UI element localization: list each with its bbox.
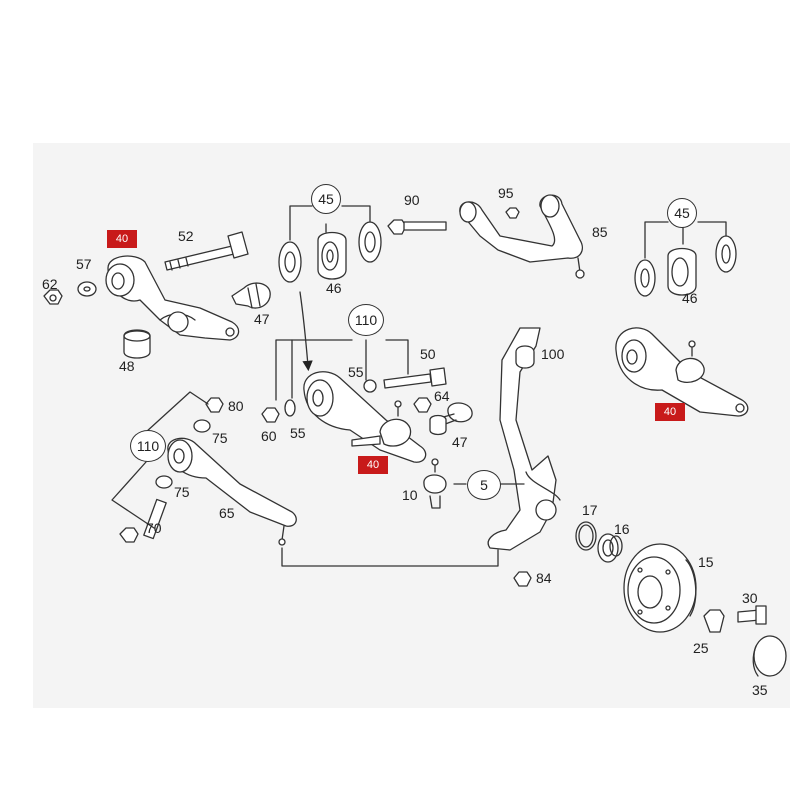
callout-tag-40-top-left: 40 [107,230,137,248]
callout-circle-5: 5 [467,470,501,500]
part-label-75-lower: 75 [174,484,190,500]
upper-control-arm [459,194,585,279]
washer-75-upper [193,419,211,433]
part-label-55-lower: 55 [290,425,306,441]
callout-tag-40-right: 40 [655,403,685,421]
part-label-46-right: 46 [682,290,698,306]
callout-circle-45-center: 45 [311,184,341,214]
callout-tag-40-center: 40 [358,456,388,474]
part-label-47-left: 47 [254,311,270,327]
callout-circle-45-right: 45 [667,198,697,228]
ball-joint-10 [423,458,447,509]
bolt-50 [383,367,447,389]
washer-57 [77,281,97,297]
bushing-set-46-center [278,221,382,283]
part-label-95: 95 [498,185,514,201]
bolt-90 [387,219,447,235]
washer-75-lower [155,475,173,489]
part-label-52: 52 [178,228,194,244]
part-label-10: 10 [402,487,418,503]
part-label-100: 100 [541,346,565,362]
callout-circle-110-center: 110 [348,304,384,336]
part-label-30: 30 [742,590,758,606]
part-label-55-upper: 55 [348,364,364,380]
lower-control-arm-left [105,255,240,341]
part-label-62: 62 [42,276,58,292]
part-label-35: 35 [752,682,768,698]
part-label-64: 64 [434,388,450,404]
part-label-57: 57 [76,256,92,272]
part-label-25: 25 [693,640,709,656]
ball-joint-47-center [429,402,473,436]
part-label-65: 65 [219,505,235,521]
washer-55-upper [363,379,377,393]
cap-35 [752,635,787,677]
part-label-70: 70 [146,520,162,536]
part-label-85: 85 [592,224,608,240]
part-label-75-upper: 75 [212,430,228,446]
snap-ring-17 [575,521,597,551]
nut-25 [703,609,725,633]
nut-84 [513,571,532,587]
washer-55-lower [284,399,296,417]
part-label-47-center: 47 [452,434,468,450]
part-label-84: 84 [536,570,552,586]
nut-64 [413,397,432,413]
nut-100 [515,345,535,369]
bushing-set-46-right [634,235,737,297]
nut-60 [261,407,280,423]
strut-arm-center [303,371,427,463]
part-label-17: 17 [582,502,598,518]
part-label-80: 80 [228,398,244,414]
bushing-48 [123,329,151,359]
bolt-52 [164,231,249,271]
part-label-60: 60 [261,428,277,444]
part-label-46-center: 46 [326,280,342,296]
bolt-30 [737,605,767,625]
part-label-16: 16 [614,521,630,537]
part-label-48: 48 [119,358,135,374]
lower-arm-65 [167,437,297,546]
nut-62 [43,289,63,305]
bolt-70 [119,498,167,543]
tension-strut-right [615,327,749,417]
wheel-hub-15 [623,543,697,633]
part-label-90: 90 [404,192,420,208]
part-label-50: 50 [420,346,436,362]
ball-joint-47-left [231,282,271,309]
steering-knuckle [487,327,561,551]
part-label-15: 15 [698,554,714,570]
nut-95 [505,207,520,219]
bearing-16 [597,533,623,563]
callout-circle-110-left: 110 [130,430,166,462]
nut-80 [205,397,224,413]
